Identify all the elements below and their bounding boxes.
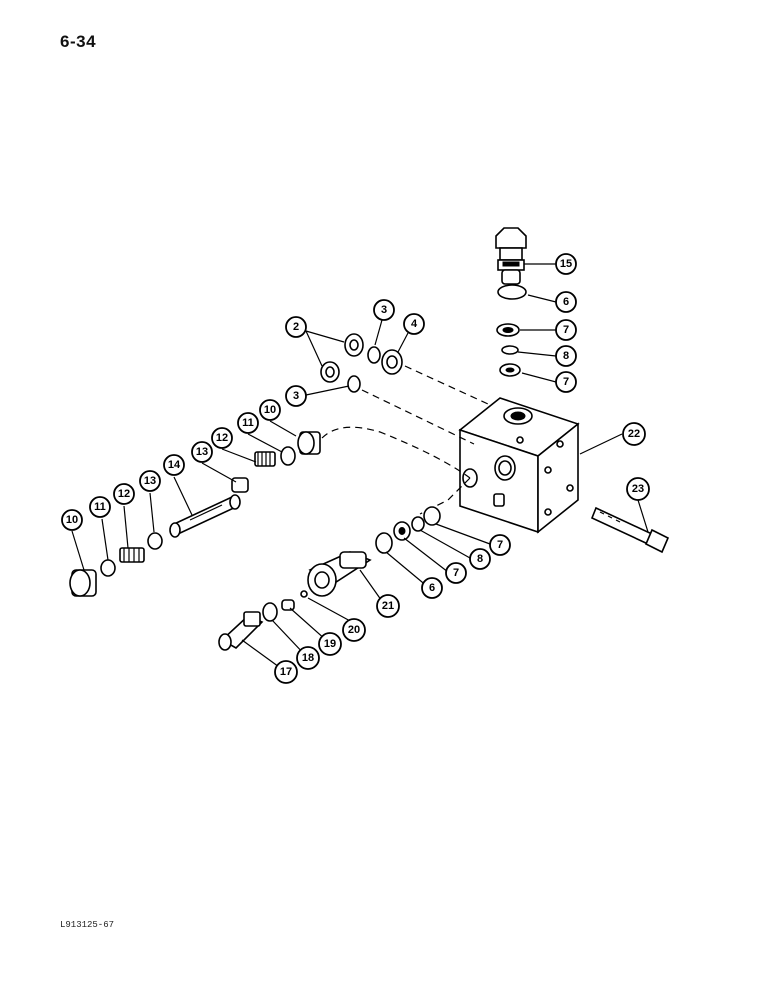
callout-label: 3	[293, 390, 299, 402]
callout-13: 13	[191, 441, 213, 463]
callout-12: 12	[113, 483, 135, 505]
o-ring	[347, 375, 361, 393]
o-ring	[262, 602, 278, 622]
seal-inner	[325, 366, 335, 378]
bolt	[590, 506, 670, 554]
alignment-line	[321, 426, 471, 479]
callout-18: 18	[296, 646, 320, 670]
callout-label: 6	[563, 296, 569, 308]
spool	[169, 494, 241, 538]
callout-label: 12	[118, 488, 130, 500]
callout-label: 7	[563, 324, 569, 336]
callout-22: 22	[622, 422, 646, 446]
seal-inner	[386, 355, 398, 369]
callout-label: 10	[264, 404, 276, 416]
callout-20: 20	[342, 618, 366, 642]
check-ball	[300, 590, 308, 598]
spring-seat	[147, 532, 163, 550]
callout-19: 19	[318, 632, 342, 656]
callout-label: 14	[168, 459, 181, 471]
callout-14: 14	[163, 454, 185, 476]
callout-label: 15	[560, 258, 572, 270]
callout-label: 10	[66, 514, 78, 526]
callout-label: 22	[628, 428, 640, 440]
spring	[119, 547, 145, 563]
callout-3: 3	[373, 299, 395, 321]
alignment-line	[361, 389, 475, 445]
seal	[375, 532, 393, 554]
spring-seat	[231, 477, 249, 493]
callout-label: 18	[302, 652, 314, 664]
callout-6: 6	[555, 291, 577, 313]
fitting	[307, 551, 372, 597]
o-ring	[411, 516, 425, 532]
cartridge-valve	[495, 227, 527, 285]
callout-label: 11	[242, 417, 254, 429]
callout-label: 8	[563, 350, 569, 362]
callout-3: 3	[285, 385, 307, 407]
callout-12: 12	[211, 427, 233, 449]
callout-8: 8	[469, 548, 491, 570]
callout-17: 17	[274, 660, 298, 684]
plug-face	[297, 431, 315, 455]
callout-10: 10	[259, 399, 281, 421]
callout-label: 11	[94, 501, 106, 513]
spring-coils	[257, 452, 271, 466]
callout-21: 21	[376, 594, 400, 618]
seal-inner	[349, 339, 359, 351]
callout-label: 19	[324, 638, 336, 650]
callout-4: 4	[403, 313, 425, 335]
callout-7: 7	[489, 534, 511, 556]
callout-11: 11	[237, 412, 259, 434]
callout-15: 15	[555, 253, 577, 275]
callout-label: 4	[411, 318, 418, 330]
o-ring	[367, 346, 381, 364]
callout-label: 7	[453, 567, 459, 579]
valve-body	[458, 397, 580, 534]
alignment-line	[404, 365, 489, 405]
callout-2: 2	[285, 316, 307, 338]
callout-label: 13	[144, 475, 156, 487]
callout-label: 2	[293, 321, 299, 333]
callout-label: 13	[196, 446, 208, 458]
callout-23: 23	[626, 477, 650, 501]
seal-ring-hole	[505, 367, 515, 373]
page-number: 6-34	[60, 32, 97, 51]
callout-label: 12	[216, 432, 228, 444]
callout-label: 3	[381, 304, 387, 316]
callout-label: 20	[348, 624, 360, 636]
callout-label: 7	[563, 376, 569, 388]
callout-7: 7	[445, 562, 467, 584]
callout-7: 7	[555, 319, 577, 341]
fitting	[218, 611, 264, 651]
callout-label: 23	[632, 483, 644, 495]
callout-8: 8	[555, 345, 577, 367]
callout-label: 21	[382, 600, 394, 612]
check-seat	[281, 599, 295, 611]
seal-ring	[423, 506, 441, 526]
figure-code: L913125-67	[60, 920, 115, 930]
o-ring	[501, 345, 519, 355]
callout-10: 10	[61, 509, 83, 531]
spring-coils	[123, 548, 140, 562]
plug-face	[69, 569, 91, 597]
o-ring	[280, 446, 296, 466]
callout-label: 6	[429, 582, 435, 594]
seal-ring	[497, 284, 527, 300]
callout-11: 11	[89, 496, 111, 518]
callout-label: 17	[280, 666, 292, 678]
callout-label: 8	[477, 553, 483, 565]
callout-label: 7	[497, 539, 503, 551]
seal-ring-hole	[398, 527, 406, 535]
o-ring	[100, 559, 116, 577]
callout-7: 7	[555, 371, 577, 393]
seal-ring-hole	[502, 327, 514, 333]
callout-6: 6	[421, 577, 443, 599]
callout-13: 13	[139, 470, 161, 492]
